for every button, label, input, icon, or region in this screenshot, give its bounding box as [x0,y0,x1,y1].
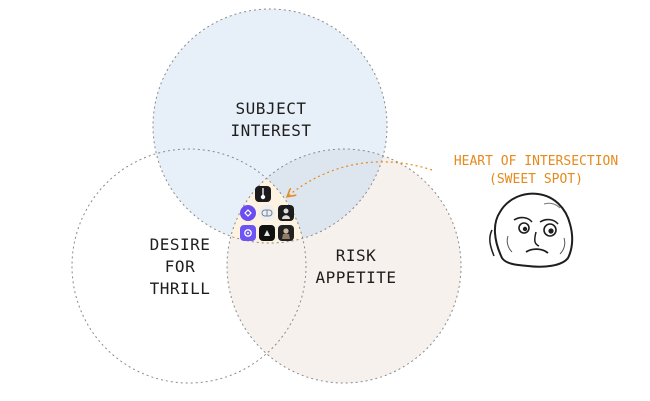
annotation-line: (SWEET SPOT) [489,172,583,187]
label-risk-appetite: RISK APPETITE [290,245,422,289]
annotation-line: HEART OF INTERSECTION [453,154,619,169]
label-line: THRILL [149,279,211,298]
violet-app-icon [240,225,256,241]
warrior-app-icon [278,225,294,241]
dark-app-icon [255,186,271,202]
sweet-spot-annotation: HEART OF INTERSECTION (SWEET SPOT) [424,153,648,189]
label-line: INTEREST [230,121,312,140]
label-desire-for-thrill: DESIRE FOR THRILL [118,234,242,300]
black-app-icon [259,225,275,241]
label-line: FOR [164,257,196,276]
annotation-arrow [288,161,433,196]
label-subject-interest: SUBJECT INTEREST [186,98,356,142]
label-line: DESIRE [149,235,211,254]
purple-app-icon [240,205,256,221]
label-line: SUBJECT [235,99,307,118]
wojak-face-icon [489,192,574,268]
app-icon-cluster [236,182,302,248]
label-line: APPETITE [315,268,397,287]
label-line: RISK [335,246,377,265]
pill-icon [259,205,275,221]
monochrome-app-icon [278,205,294,221]
